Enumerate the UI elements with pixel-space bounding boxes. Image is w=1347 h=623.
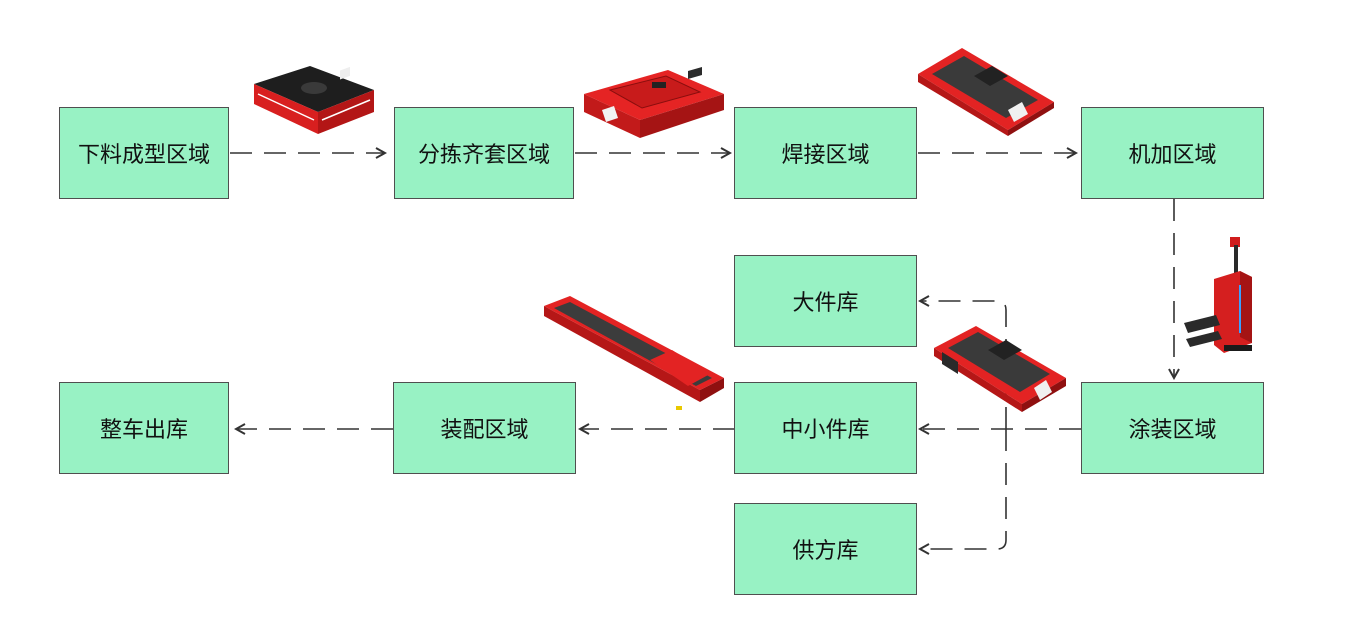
edge-painting-supply xyxy=(920,429,1007,549)
node-sorting: 分拣齐套区域 xyxy=(394,107,574,199)
node-large-parts: 大件库 xyxy=(734,255,917,347)
node-vehicle-out: 整车出库 xyxy=(59,382,229,474)
node-blanking: 下料成型区域 xyxy=(59,107,229,199)
node-supply: 供方库 xyxy=(734,503,917,595)
lifting-agv-icon xyxy=(254,66,374,134)
node-welding: 焊接区域 xyxy=(734,107,917,199)
long-platform-agv-icon xyxy=(544,296,724,410)
node-assembly: 装配区域 xyxy=(393,382,576,474)
node-machining: 机加区域 xyxy=(1081,107,1264,199)
low-flat-agv-icon-2 xyxy=(934,326,1066,412)
forklift-agv-icon xyxy=(1184,237,1252,353)
low-flat-agv-icon xyxy=(918,48,1054,136)
node-small-parts: 中小件库 xyxy=(734,382,917,474)
node-painting: 涂装区域 xyxy=(1081,382,1264,474)
flat-agv-icon xyxy=(584,67,724,138)
edge-painting-large-parts xyxy=(920,301,1007,429)
